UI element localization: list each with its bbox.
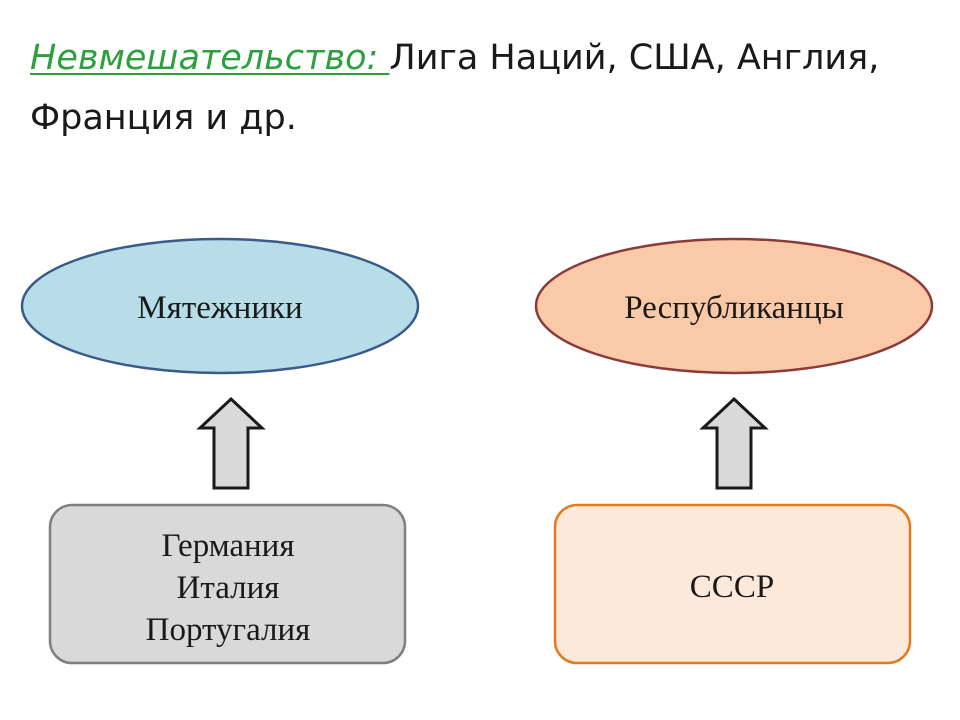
- rebels-ellipse: [20, 237, 420, 375]
- republicans-ellipse: [534, 237, 934, 375]
- heading-line1-rest: Лига Наций, США, Англия,: [389, 38, 880, 78]
- republicans-label: Республиканцы: [624, 290, 844, 326]
- right-box-line-1: СССР: [690, 569, 774, 605]
- left-box-line-2: Италия: [177, 570, 280, 606]
- left-box-line-1: Германия: [161, 528, 294, 564]
- heading-line2: Франция и др.: [30, 98, 297, 138]
- supporters-right-box: [553, 503, 912, 665]
- rebels-label: Мятежники: [137, 290, 302, 326]
- supporters-left-box: [48, 503, 407, 665]
- left-box-line-3: Португалия: [146, 612, 311, 648]
- heading: Невмешательство: Лига Наций, США, Англия…: [30, 28, 955, 148]
- right-up-arrow-icon: [699, 396, 769, 490]
- heading-term: Невмешательство:: [30, 38, 390, 78]
- left-up-arrow-icon: [196, 396, 266, 490]
